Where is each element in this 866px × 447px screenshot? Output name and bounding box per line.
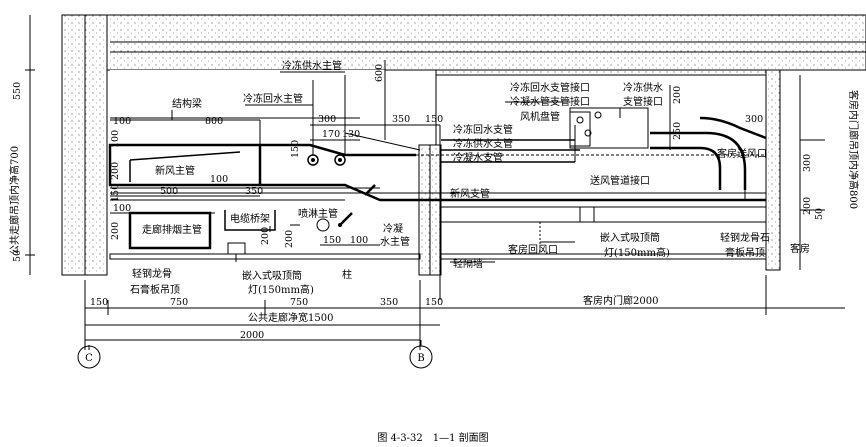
dim-200c: 200 [260,227,271,245]
dim-200f: 200 [802,197,813,215]
dimension-lines [25,15,845,350]
label-cable-tray: 电缆桥架 [230,212,270,225]
structural-beam [110,70,385,145]
label-supply-branch: 冷冻供水支管 [453,137,513,150]
dim-300a: 300 [318,114,336,125]
dim-800: 800 [205,116,223,127]
label-room-corridor: 客房内门廊2000 [583,294,658,307]
dim-130: 130 [342,129,360,140]
sprinkler-pipe [316,212,353,232]
dim-100a: 100 [113,116,131,127]
dim-250: 250 [672,122,683,140]
dim-170: 170 [322,129,340,140]
label-corridor-clear-height: 公共走廊吊顶内净高700 [8,146,21,255]
label-recessed-light-r2: 灯(150mm高) [604,246,670,259]
dim-150c: 150 [110,184,121,202]
fresh-air-main-duct [108,143,766,202]
dim-200b: 200 [110,222,121,240]
floor-slab [61,14,866,71]
component-labels: 冷冻供水主管 冷冻回水主管 结构梁 新风主管 走廊排烟主管 电缆桥架 喷淋主管 … [8,59,860,324]
label-supply-duct-conn: 送风管道接口 [590,174,650,187]
label-supply-main: 冷冻供水主管 [282,59,342,72]
dim-100e: 100 [350,235,368,246]
main-pipes [307,75,421,196]
label-fan-coil: 风机盘管 [520,110,560,123]
axis-c-marker: C [77,345,101,369]
dim-50b: 50 [814,208,825,220]
label-condensate-branch: 冷凝水支管 [453,151,503,164]
label-light-keel-1: 轻钢龙骨 [132,267,172,280]
label-guest-room: 客房 [790,242,810,255]
axis-b-marker: B [409,340,433,369]
figure-caption: 图 4-3-32 1—1 剖面图 [377,431,488,444]
leader-lines [171,71,621,263]
dim-150d: 150 [323,235,341,246]
label-recessed-light-1: 嵌入式吸顶筒 [242,269,302,282]
dim-b750b: 750 [290,297,308,308]
dim-150a: 150 [425,114,443,125]
dim-200d: 200 [284,230,295,248]
partition-wall [418,144,442,276]
dim-300b: 300 [745,114,763,125]
label-return-main: 冷冻回水主管 [243,92,303,105]
dim-350b: 350 [245,186,263,197]
dim-b150: 150 [90,297,108,308]
dim-100d: 100 [113,203,131,214]
branch-pipes [441,125,580,163]
label-recessed-light-2: 灯(150mm高) [248,283,314,296]
label-recessed-light-r1: 嵌入式吸顶筒 [600,231,660,244]
label-room-clear-height: 客房内门廊吊顶内净高800 [847,90,860,209]
dim-550: 550 [12,82,23,100]
column-c [61,14,108,276]
label-room-return-outlet: 客房回风口 [508,243,558,256]
label-condensate-main-1: 冷凝 [383,222,403,235]
label-corridor-exhaust: 走廊排烟主管 [142,223,202,236]
fresh-air-branch-duct [440,199,767,223]
label-room-keel-2: 膏板吊顶 [725,246,765,259]
label-supply-branch-conn-1: 冷冻供水 [623,81,663,94]
axis-b-label: B [417,353,424,364]
dim-600: 600 [374,64,385,82]
corridor-exhaust-duct [110,211,215,250]
label-partition-wall: 轻隔墙 [453,257,483,270]
axis-c-label: C [85,353,93,364]
ceiling [109,222,767,262]
label-structural-beam: 结构梁 [172,97,202,110]
dim-b350: 350 [380,297,398,308]
label-room-supply-outlet: 客房送风口 [717,147,767,160]
label-corridor-clear-width: 公共走廊净宽1500 [248,311,333,324]
cable-tray [224,210,276,231]
room-supply-duct [650,116,767,200]
label-condensate-branch-conn: 冷凝水管支管接口 [510,95,590,108]
dimension-values: 550 50 600 100 800 300 350 150 170 130 1… [12,64,825,341]
label-room-keel-1: 轻钢龙骨石 [720,231,770,244]
dim-b150b: 150 [425,297,443,308]
dim-100c: 100 [210,174,228,185]
label-return-branch-conn: 冷冻回水支管接口 [510,81,590,94]
dim-500: 500 [160,186,178,197]
dim-200a: 200 [110,162,121,180]
label-supply-branch-conn-2: 支管接口 [623,95,663,108]
label-sprinkler-main: 喷淋主管 [298,207,338,220]
label-return-branch: 冷冻回水支管 [453,123,513,136]
dim-b2000: 2000 [240,330,264,341]
room-slab [435,69,781,271]
label-column: 柱 [342,268,352,281]
label-condensate-main-2: 水主管 [380,235,410,248]
dim-150b: 150 [290,140,301,158]
label-fresh-air-branch: 新风支管 [450,187,490,200]
fan-coil [569,107,649,149]
dim-b750a: 750 [170,297,188,308]
dim-200e: 200 [672,86,683,104]
dim-350a: 350 [392,114,410,125]
dim-100b: 100 [110,130,121,148]
label-light-keel-2: 石膏板吊顶 [130,283,180,296]
dim-300c: 300 [802,154,813,172]
label-fresh-air-main: 新风主管 [155,164,195,177]
dim-50: 50 [12,250,23,262]
